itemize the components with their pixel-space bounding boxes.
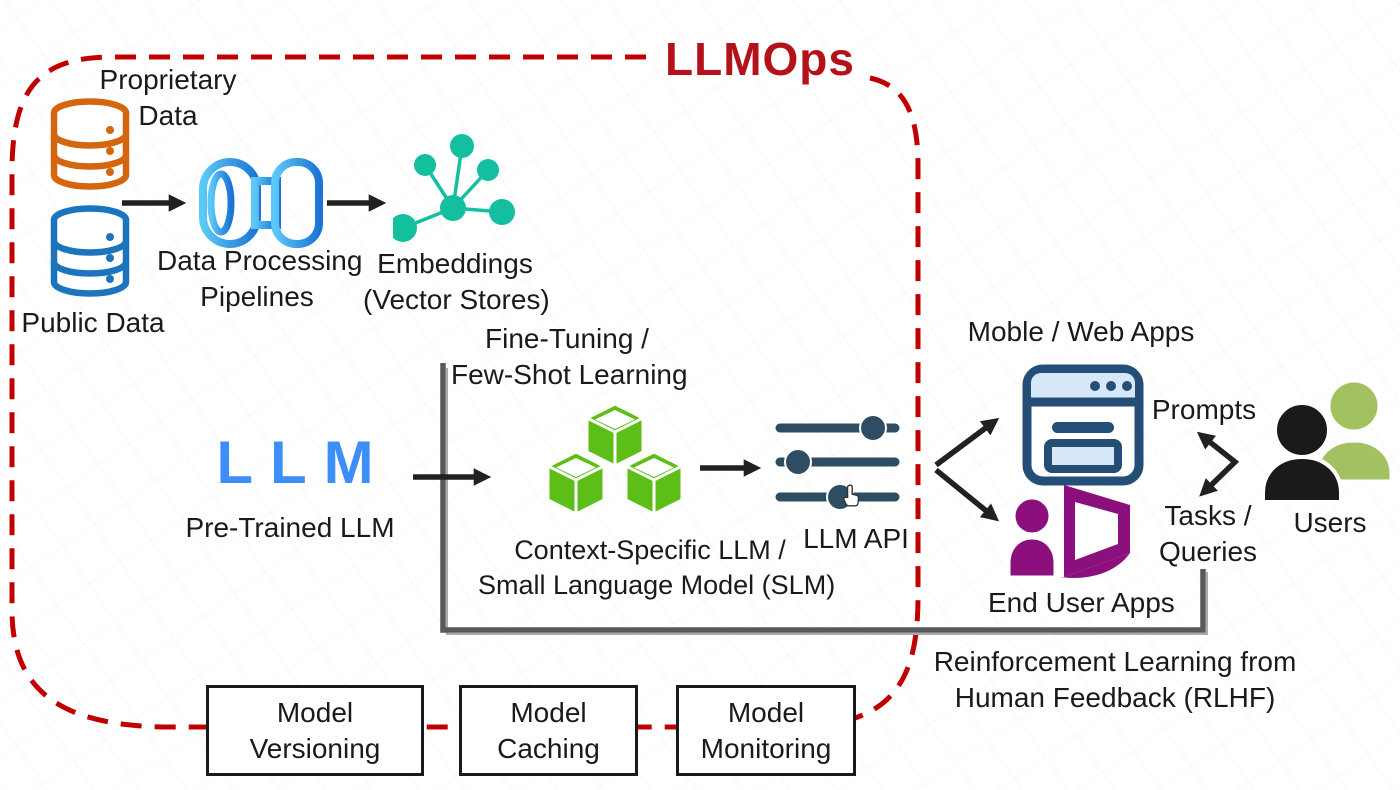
pipelines-label-line2: Pipelines (200, 281, 314, 312)
stacked-cubes-icon (540, 402, 690, 520)
network-graph-icon (393, 130, 521, 250)
model-caching-line1: Model (510, 696, 587, 728)
proprietary-data-label-line1: Proprietary (99, 64, 237, 95)
model-versioning-line2: Versioning (249, 732, 381, 764)
llmops-boundary-right (851, 75, 921, 722)
llmops-title: LLMOps (665, 33, 855, 85)
fine-tuning-label-line2: Few-Shot Learning (451, 359, 688, 390)
database-icon-public (46, 205, 134, 305)
hand-cursor-icon (843, 484, 860, 507)
arrow-users-bidirectional (1196, 431, 1240, 497)
browser-window-icon (1020, 362, 1146, 488)
llm-api-label: LLM API (803, 523, 909, 554)
web-apps-label: Moble / Web Apps (967, 316, 1195, 347)
person-laptop-icon (1002, 483, 1135, 583)
model-versioning-line1: Model (276, 696, 354, 728)
pipelines-label-line1: Data Processing (157, 245, 363, 276)
model-versioning-box: Model Versioning (206, 685, 424, 776)
model-monitoring-box: Model Monitoring (676, 685, 856, 776)
llmops-boundary-left (9, 54, 851, 730)
model-monitoring-line2: Monitoring (700, 732, 832, 764)
llm-logo: LLM (216, 429, 391, 496)
tasks-label-line2: Queries (1158, 536, 1258, 567)
pretrained-llm-label: Pre-Trained LLM (185, 512, 395, 543)
arrow-api-to-webapps (934, 417, 1000, 468)
context-llm-label-line2: Small Language Model (SLM) (478, 570, 836, 600)
rlhf-label-line2: Human Feedback (RLHF) (954, 682, 1276, 713)
tasks-label-line1: Tasks / (1164, 500, 1252, 531)
fine-tuning-label-line1: Fine-Tuning / (485, 323, 649, 354)
context-llm-label-line1: Context-Specific LLM / (514, 535, 786, 565)
prompts-label: Prompts (1151, 394, 1257, 425)
model-caching-line2: Caching (497, 732, 600, 764)
pipeline-icon (195, 150, 325, 256)
model-monitoring-line1: Model (727, 696, 805, 728)
public-data-label: Public Data (21, 307, 165, 338)
sliders-icon (775, 414, 901, 514)
rlhf-loop-shadow (446, 368, 1208, 635)
model-caching-box: Model Caching (459, 685, 638, 776)
rlhf-label-line1: Reinforcement Learning from (933, 646, 1297, 677)
rlhf-loop-line (440, 363, 1206, 633)
arrow-api-to-enduser (934, 467, 1000, 522)
proprietary-data-label-line2: Data (138, 100, 198, 131)
two-users-icon (1262, 376, 1394, 504)
database-icon-proprietary (46, 98, 134, 198)
end-user-apps-label: End User Apps (988, 587, 1175, 618)
embeddings-label-line2: (Vector Stores) (363, 284, 550, 315)
embeddings-label-line1: Embeddings (377, 248, 533, 279)
users-label: Users (1293, 507, 1367, 538)
